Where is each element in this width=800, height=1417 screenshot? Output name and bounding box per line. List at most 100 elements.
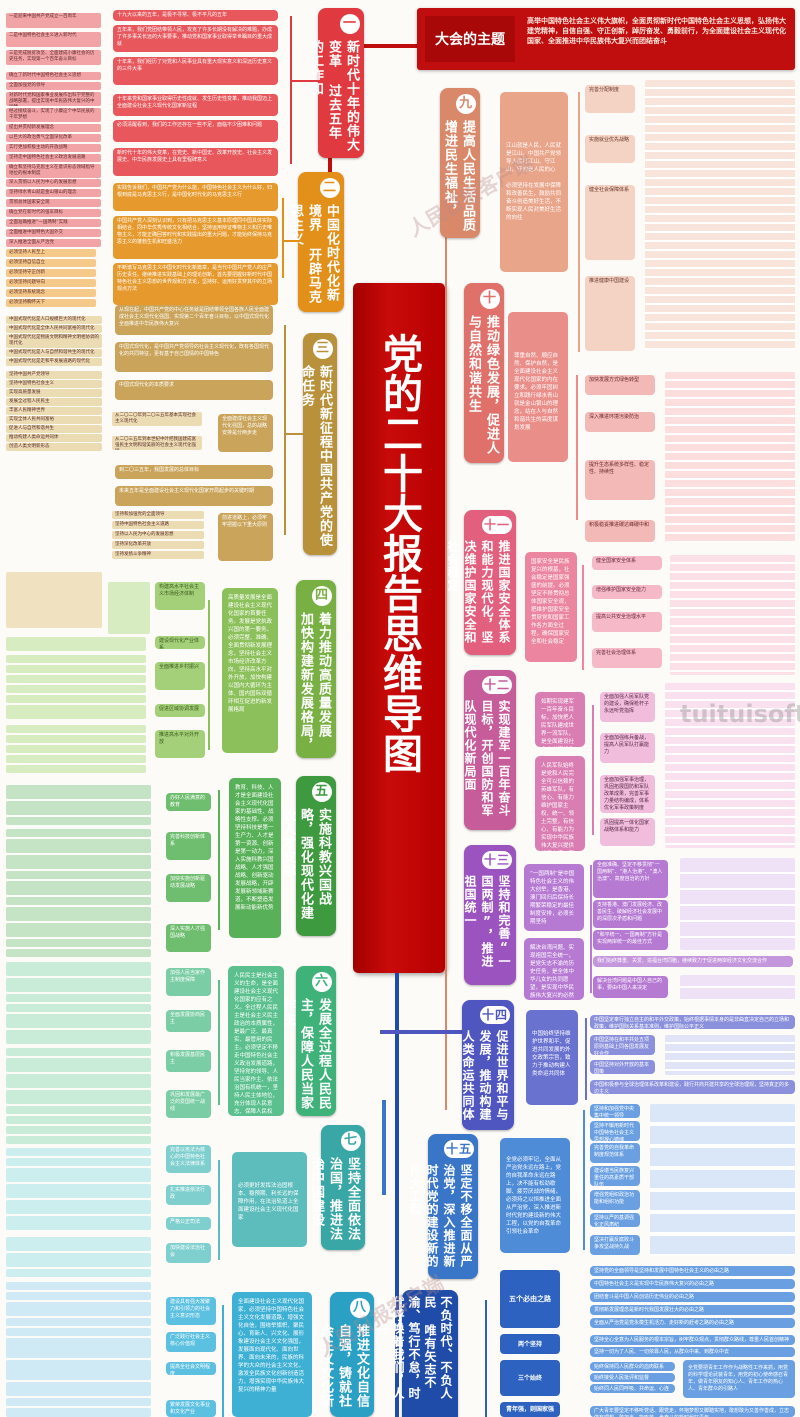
three-always-label[interactable]: 三个始终 <box>500 1360 560 1396</box>
branch-12[interactable]: 十二 实现建军一百年奋斗目标，开创国防和军队现代化新局面 <box>463 670 516 830</box>
b4-leaf <box>6 735 146 743</box>
branch-11[interactable]: 十一 推进国家安全体系和能力现代化，坚决维护国家安全和社会稳定 <box>446 510 516 655</box>
branch-15[interactable]: 十五 坚定不移全面从严治党，深入推进新时代党的建设新的伟大工程 <box>408 1134 478 1279</box>
b1-mid-5: 必须清醒看到，我们的工作还存在一些不足，面临不少困难和问题 <box>113 120 278 142</box>
b10-sub-3: 提升生态系统多样性、稳定性、持续性 <box>585 460 655 500</box>
b5-leaf <box>6 897 151 905</box>
branch-10[interactable]: 十 推动绿色发展，促进人与自然和谐共生 <box>464 283 504 463</box>
b7-leaf <box>6 1200 151 1214</box>
b4-sub-4: 促进区域协调发展 <box>155 704 205 717</box>
connector <box>583 1110 585 1250</box>
branch-4[interactable]: 四 着力推动高质量发展 加快构建新发展格局， <box>296 580 336 758</box>
b13-leaves <box>680 858 795 950</box>
two-persist-2: 坚持一切为了人民、一切依靠人民，从群众中来、到群众中去 <box>590 1347 795 1357</box>
branch-3[interactable]: 三 新时代新征程中国共产党的使命任务 <box>299 333 337 555</box>
b4-leaf <box>6 665 146 673</box>
b11-sub-2: 增强维护国家安全能力 <box>592 585 662 599</box>
b3-leaf: 坚持中国特色社会主义道路 <box>112 521 204 529</box>
b12-leaves <box>665 683 795 848</box>
connector <box>576 375 578 520</box>
b2-mid-3: 不断谱写马克思主义中国化时代化新篇章，是当代中国共产党人的庄严历史责任。继续推进… <box>113 263 278 305</box>
b5-leaf <box>6 907 151 921</box>
b10-sub-4: 积极稳妥推进碳达峰碳中和 <box>585 520 655 542</box>
b9-summary-1: 江山就是人民，人民就是江山。中国共产党领导人民打江山、守江山，守的是人民的心 <box>506 143 562 173</box>
b12-sub-1: 全面加强人民军队党的建设，确保枪杆子永远听党指挥 <box>600 692 655 722</box>
b13-summary-1: “一国两制”是中国特色社会主义的伟大创举，是香港、澳门回归后保持长期繁荣稳定的最… <box>524 864 584 931</box>
branch-14-number: 十四 <box>480 1006 510 1024</box>
b3-leaf: 创造人类文明新形态 <box>6 443 102 451</box>
branch-2-number: 二 <box>320 178 340 198</box>
branch-12-number: 十二 <box>482 676 512 694</box>
b3-mid-4: 全面建成社会主义现代化强国，总的战略安排是分两步走 <box>218 414 273 452</box>
congress-theme-box: 大会的主题 高举中国特色社会主义伟大旗帜，全面贯彻新时代中国特色社会主义思想，弘… <box>417 8 795 70</box>
b13-summary-2: 解决台湾问题、实现祖国完全统一，是党矢志不渝的历史任务，是全体中华儿女的共同愿望… <box>524 938 584 1000</box>
b1-leaf: 三是完成脱贫攻坚、全面建成小康社会的历史任务，实现第一个百年奋斗目标 <box>6 50 101 65</box>
branch-5[interactable]: 五 实施科教兴国战略，强化现代化建设人才支撑 <box>280 776 336 936</box>
b5-sub-2: 完善科技创新体系 <box>166 832 211 860</box>
b8-leaf <box>6 1328 151 1336</box>
b8-leaf <box>6 1318 151 1326</box>
b4-leaf <box>108 582 150 634</box>
b3-leaf: 从二〇三五年到本世纪中叶把我国建成富强民主文明和谐美丽的社会主义现代化强国 <box>112 436 202 450</box>
b15-summary: 全党必须牢记，全面从严治党永远在路上，党的自我革命永远在路上，决不能有松劲歇脚、… <box>500 1138 570 1253</box>
b1-leaf: 全面推进中国特色大国外交 <box>6 229 101 237</box>
connector <box>218 980 220 1105</box>
b8-sub-3: 提高全社会文明程度 <box>166 1362 216 1375</box>
five-paths-label[interactable]: 五个必由之路 <box>500 1270 560 1328</box>
branch-13[interactable]: 十三 坚持和完善“一国两制”，推进祖国统一 <box>463 845 516 985</box>
connector <box>218 790 220 930</box>
b1-leaf: 贯彻总体国家安全观 <box>6 199 101 207</box>
b4-leaf <box>6 685 146 693</box>
branch-15-number: 十五 <box>444 1140 474 1158</box>
branch-6[interactable]: 六 发展全过程人民民主，保障人民当家作主 <box>280 966 336 1116</box>
b3-leaf: 促进人与自然和谐共生 <box>6 425 102 433</box>
branch-11-title: 推进国家安全体系和能力现代化，坚决维护国家安全和社会稳定 <box>446 540 511 644</box>
theme-label: 大会的主题 <box>425 16 515 62</box>
b15-sub-2: 坚持不懈用新时代中国特色社会主义思想凝心铸魂 <box>590 1121 640 1141</box>
youth-label[interactable]: 青年强，则国家强 <box>500 1402 560 1417</box>
two-persist-label[interactable]: 两个坚持 <box>500 1334 560 1354</box>
branch-9[interactable]: 九 提高人民生活品质 增进民生福祉， <box>440 88 480 238</box>
b3-leaf: 坚持和加强党的全面领导 <box>112 511 204 519</box>
youth-work-text: 全党要把青年工作作为战略性工作来抓，用党的科学理论武装青年，用党的初心使命感召青… <box>683 1360 795 1398</box>
b5-sub-4: 深入实施人才强国战略 <box>166 924 211 952</box>
b6-leaf <box>6 1106 151 1114</box>
b8-leaf <box>6 1302 151 1316</box>
b2-leaf: 必须坚持人民至上 <box>6 249 96 257</box>
branch-1[interactable]: 一 新时代十年的伟大变革 过去五年的工作和 <box>308 8 364 158</box>
b5-leaf <box>6 855 151 869</box>
b12-sub-4: 巩固提高一体化国家战略体系和能力 <box>600 818 655 846</box>
branch-7-number: 七 <box>341 1131 361 1151</box>
b3-leaf: 坚持中国共产党领导 <box>6 371 102 379</box>
b15-sub-5: 增强党组织政治功能和组织功能 <box>590 1190 640 1210</box>
b4-leaf <box>6 705 146 719</box>
b1-leaf: 经过接续奋斗，实现了小康这个中华民族的千年梦想 <box>6 108 101 122</box>
b15-sub-4: 建设堪当民族复兴重任的高素质干部队伍 <box>590 1166 640 1186</box>
closing-branch[interactable]: 不负时代、不负人民 唯有矢志不渝、笃行不怠，时代呼唤着我们，人民期待 <box>375 1290 458 1417</box>
b1-leaf: 提出并贯彻新发展理念 <box>6 124 101 132</box>
b4-leaf <box>6 695 146 703</box>
three-always-2: 始终接受人民批评和监督 <box>590 1373 675 1382</box>
branch-5-number: 五 <box>312 782 332 802</box>
b14-sub-4: 中国积极参与全球治理体系改革和建设，践行共商共建共享的全球治理观，坚持真正的多边… <box>590 1080 795 1094</box>
b11-sub-3: 提高公共安全治理水平 <box>592 612 662 632</box>
b5-leaf <box>6 801 151 815</box>
b3-mid-2: 中国式现代化，是中国共产党领导的社会主义现代化，既有各国现代化的共同特征，更有基… <box>115 342 273 372</box>
branch-2[interactable]: 二 中国化时代化新境界 开辟马克思主义 <box>288 172 344 312</box>
b2-leaf: 必须坚持自信自立 <box>6 259 96 267</box>
b7-sub-2: 扎实推进依法行政 <box>166 1185 211 1205</box>
b7-leaf <box>6 1237 151 1251</box>
b1-mid-4: 十年来党和国家事业取得历史性成就、发生历史性变革，推动我国迈上全面建设社会主义现… <box>113 94 278 116</box>
b12-summary-2: 人民军队始终是党和人民完全可以信赖的英雄军队，有信心、有能力维护国家主权、统一、… <box>535 756 585 851</box>
branch-14[interactable]: 十四 促进世界和平与发展，推动构建人类命运共同体 <box>461 1000 514 1130</box>
connector <box>222 1305 224 1417</box>
connector <box>282 198 284 278</box>
b2-leaf: 必须坚持问题导向 <box>6 279 96 287</box>
b7-leaf <box>6 1216 151 1230</box>
branch-7[interactable]: 七 坚持全面依法治国，推进法治中国建设 <box>309 1125 365 1250</box>
branch-5-title: 实施科教兴国战略，强化现代化建设人才支撑 <box>280 808 331 920</box>
b2-mid-2: 中国共产党人深刻认识到，只有把马克思主义基本原理同中国具体实际相结合、同中华优秀… <box>113 216 278 259</box>
five-path-2: 中国特色社会主义是实现中华民族伟大复兴的必由之路 <box>590 1279 795 1289</box>
b8-leaf <box>6 1360 151 1380</box>
